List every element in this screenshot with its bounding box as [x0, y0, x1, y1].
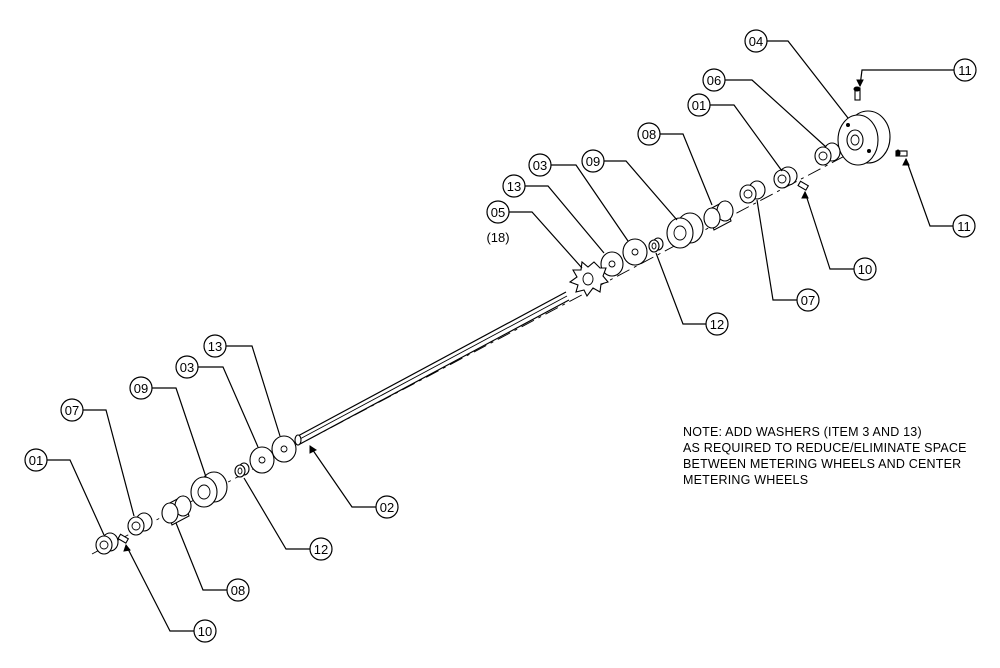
callout-07-right: 07	[796, 288, 820, 312]
ring-part	[648, 237, 664, 253]
note-line: METERING WHEELS	[683, 473, 809, 487]
callout-08-right: 08	[637, 122, 661, 146]
bushing-part	[127, 512, 153, 536]
collar-part	[773, 166, 798, 189]
callout-13-right: 13	[502, 174, 526, 198]
callout-label: 08	[231, 583, 245, 598]
callout-10-right: 10	[853, 257, 877, 281]
callout-08-left: 08	[226, 578, 250, 602]
callout-10-left: 10	[193, 619, 217, 643]
ring-part	[234, 462, 250, 478]
callout-label: 01	[692, 98, 706, 113]
assembly-centerline	[91, 131, 891, 555]
collar-part	[95, 532, 119, 555]
callout-label: 12	[314, 542, 328, 557]
washer-part	[249, 446, 275, 474]
note-line: AS REQUIRED TO REDUCE/ELIMINATE SPACE	[683, 441, 967, 455]
callout-09-right: 09	[581, 149, 605, 173]
washer-part	[622, 238, 648, 266]
callout-07-left: 07	[60, 398, 84, 422]
callout-04: 04	[744, 29, 768, 53]
callout-label: 05	[491, 205, 505, 220]
bearing-part	[666, 212, 704, 249]
callout-label: 11	[957, 219, 971, 234]
callout-label: 13	[507, 179, 521, 194]
flange-part	[837, 110, 891, 166]
screw-part	[895, 149, 908, 157]
callout-label: 10	[858, 262, 872, 277]
callout-02: 02	[375, 495, 399, 519]
washer-part	[600, 251, 624, 277]
callout-03-right: 03	[528, 153, 552, 177]
callout-label: 09	[586, 154, 600, 169]
callout-label: 11	[958, 63, 972, 78]
bearing-part	[190, 471, 228, 508]
callout-01-right: 01	[687, 93, 711, 117]
callout-03-left: 03	[175, 355, 199, 379]
callout-label: 01	[29, 453, 43, 468]
metering-wheel-part	[568, 260, 609, 298]
callout-label: 07	[65, 403, 79, 418]
callout-label: 10	[198, 624, 212, 639]
callout-06: 06	[702, 68, 726, 92]
callout-label: 06	[707, 73, 721, 88]
callout-label: 03	[533, 158, 547, 173]
spacer-part	[161, 495, 192, 526]
callout-label: 09	[134, 381, 148, 396]
note-line: BETWEEN METERING WHEELS AND CENTER	[683, 457, 962, 471]
note-line: NOTE: ADD WASHERS (ITEM 3 AND 13)	[683, 425, 922, 439]
spacer-part	[703, 200, 734, 231]
callout-11-top: 11	[953, 58, 977, 82]
callout-13-left: 13	[203, 334, 227, 358]
callout-label: 08	[642, 127, 656, 142]
shaft-part	[294, 291, 570, 446]
callout-12-right: 12	[705, 312, 729, 336]
callout-label: 02	[380, 500, 394, 515]
quantity-label: (18)	[486, 230, 509, 245]
screw-part	[853, 86, 861, 101]
arrowheads	[123, 79, 910, 552]
set-screw-part	[117, 533, 130, 544]
callout-05: 05	[486, 200, 510, 224]
callout-label: 12	[710, 317, 724, 332]
bushing-part	[739, 180, 766, 204]
washer-part	[271, 435, 297, 463]
assembly-note: NOTE: ADD WASHERS (ITEM 3 AND 13) AS REQ…	[683, 424, 983, 488]
set-screw-part	[797, 180, 810, 191]
callout-label: 03	[180, 360, 194, 375]
callout-12-left: 12	[309, 537, 333, 561]
callout-label: 13	[208, 339, 222, 354]
callout-09-left: 09	[129, 376, 153, 400]
callout-label: 07	[801, 293, 815, 308]
callout-11-bottom: 11	[952, 214, 976, 238]
leader-lines	[47, 40, 954, 632]
callout-label: 04	[749, 34, 763, 49]
callout-01-left: 01	[24, 448, 48, 472]
collar-part	[814, 142, 841, 166]
